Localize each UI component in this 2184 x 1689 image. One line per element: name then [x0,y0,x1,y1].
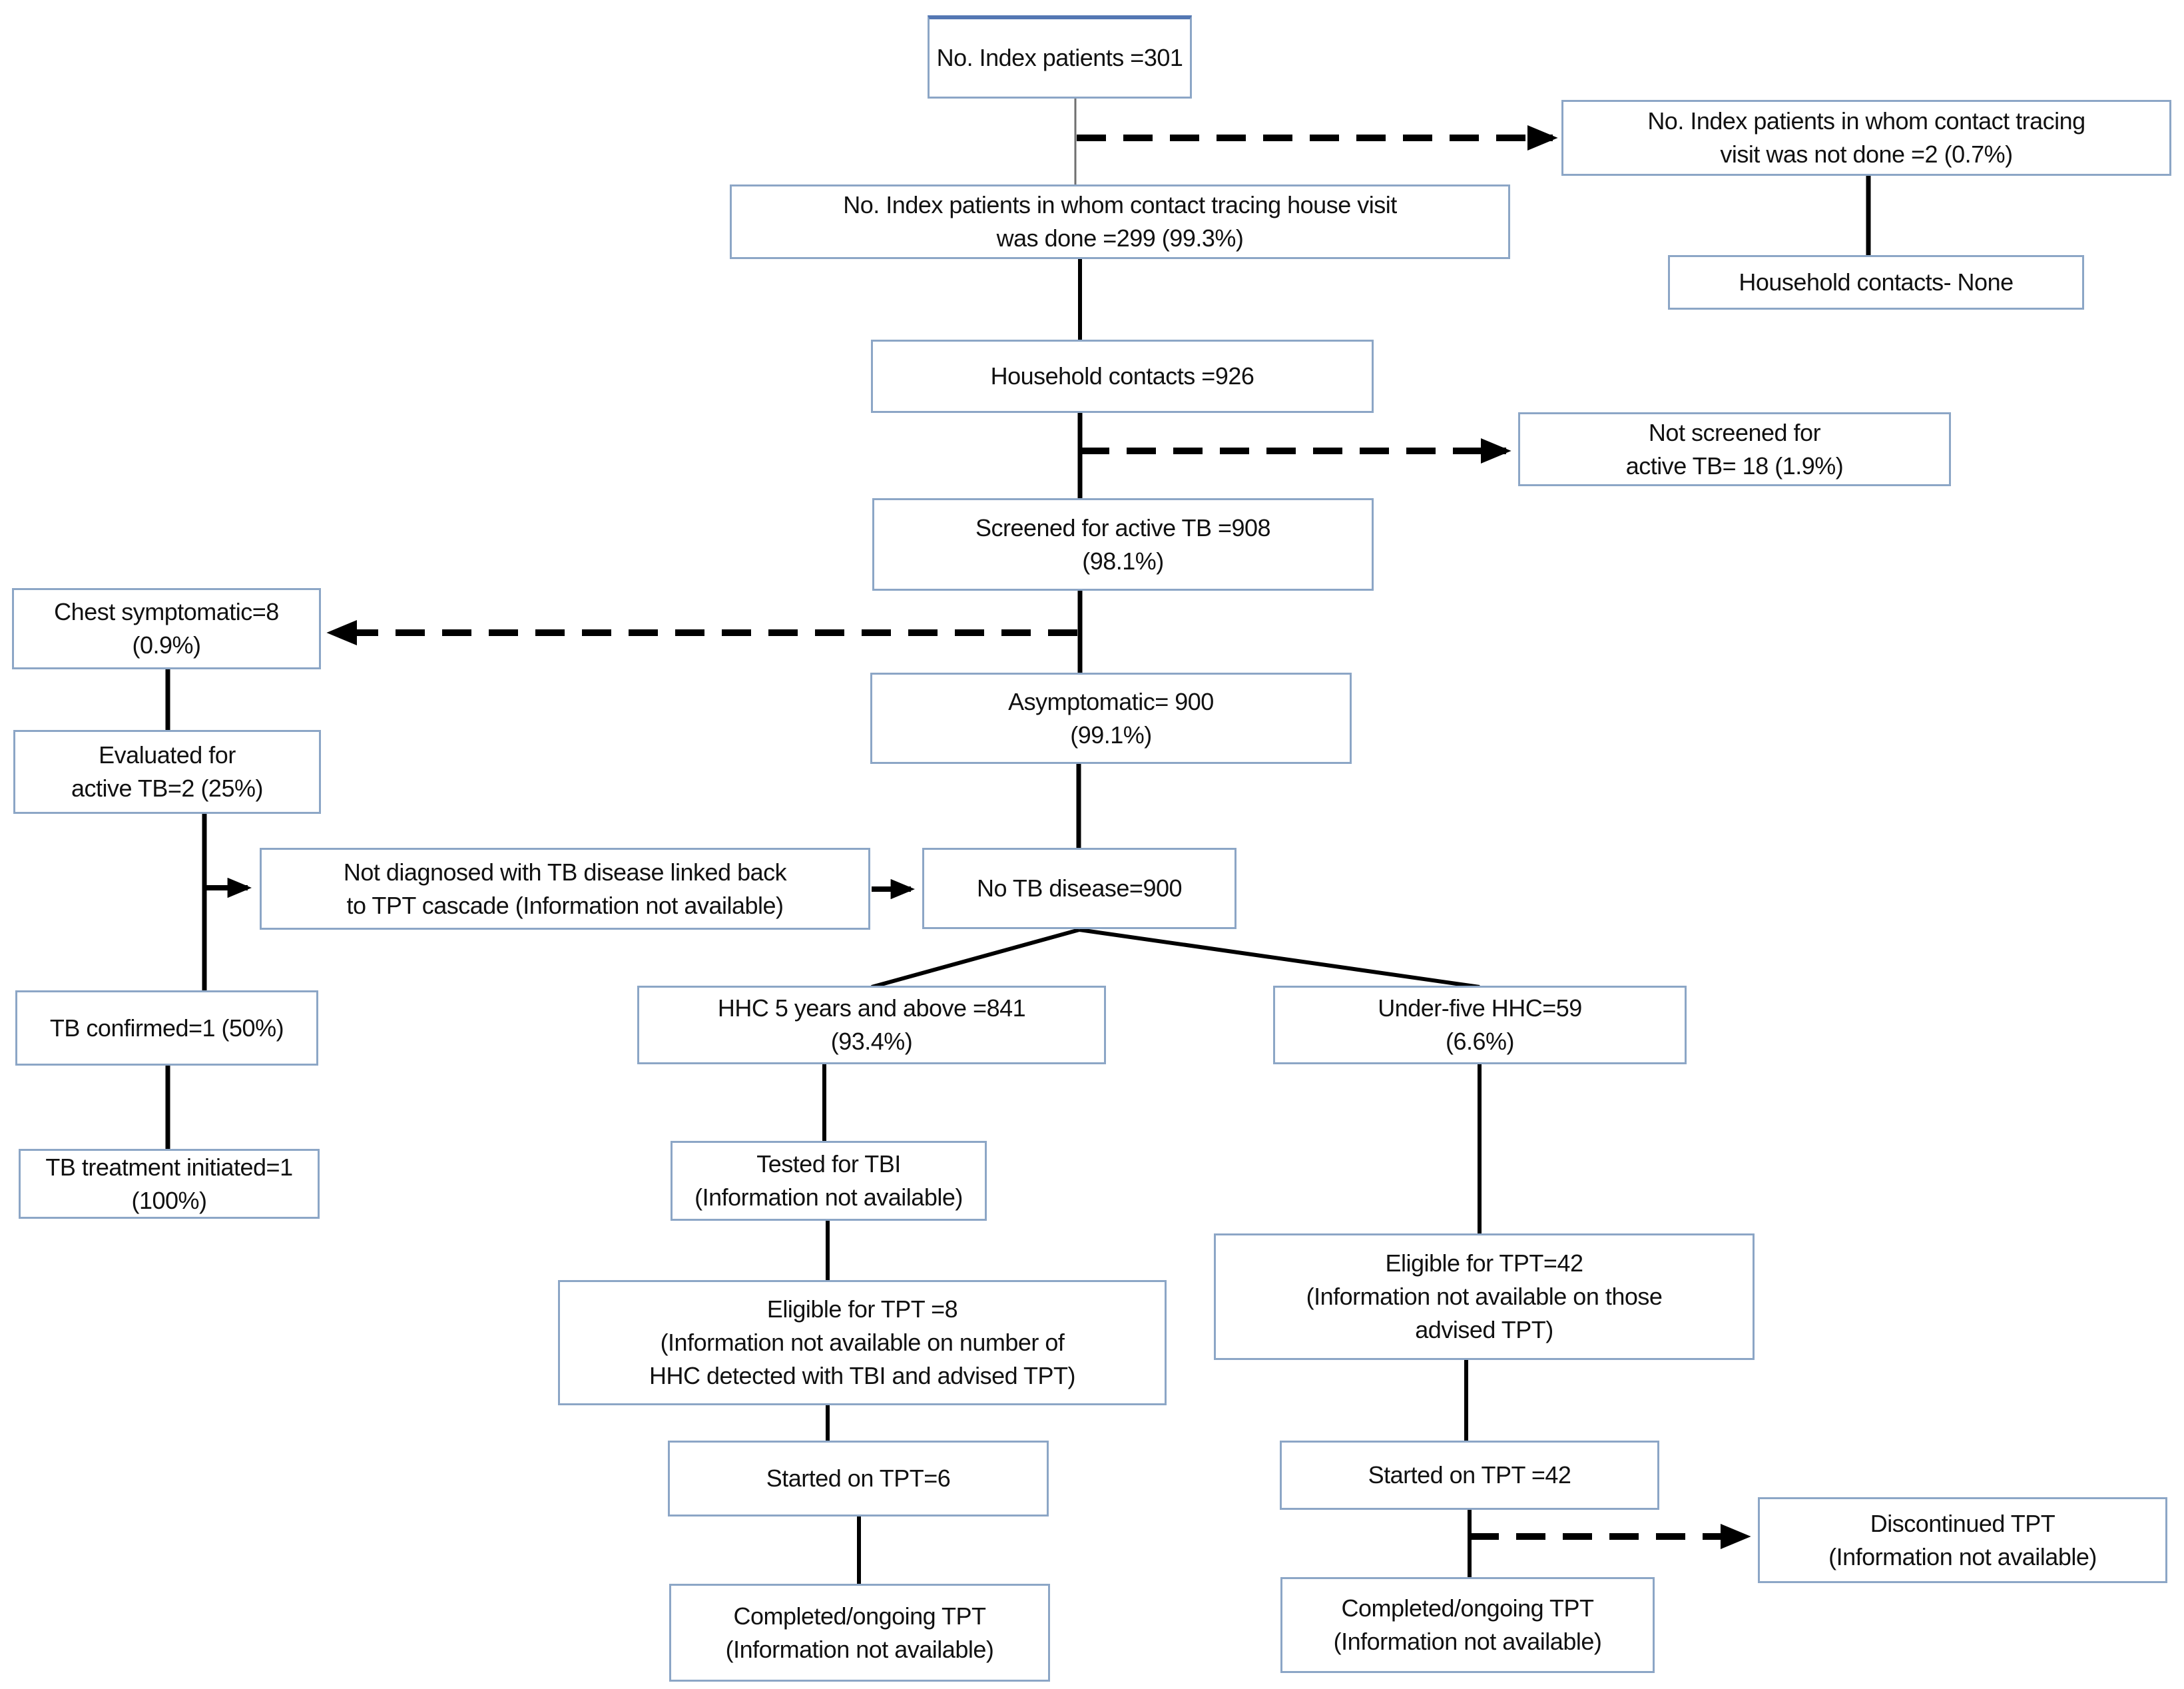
node-no-tb-disease: No TB disease=900 [922,848,1236,929]
node-screened: Screened for active TB =908 (98.1%) [872,498,1374,591]
node-discontinued-tpt: Discontinued TPT (Information not availa… [1758,1497,2167,1583]
node-household-none: Household contacts- None [1668,255,2084,310]
node-visit-not-done: No. Index patients in whom contact traci… [1561,100,2171,176]
node-tb-treatment: TB treatment initiated=1 (100%) [19,1149,320,1219]
node-tested-tbi: Tested for TBI (Information not availabl… [671,1141,987,1221]
node-chest-symptomatic: Chest symptomatic=8 (0.9%) [12,588,321,669]
node-visit-done: No. Index patients in whom contact traci… [730,184,1510,259]
node-completed-tpt-u5: Completed/ongoing TPT (Information not a… [1280,1577,1655,1673]
node-hhc-5-and-above: HHC 5 years and above =841 (93.4%) [637,986,1106,1064]
node-eligible-tpt-8: Eligible for TPT =8 (Information not ava… [558,1280,1167,1405]
edge-notb-to-underfive [1079,928,1480,989]
node-started-tpt-42: Started on TPT =42 [1280,1441,1659,1510]
node-eligible-tpt-42: Eligible for TPT=42 (Information not ava… [1214,1233,1755,1360]
node-under-five-hhc: Under-five HHC=59 (6.6%) [1273,986,1687,1064]
node-evaluated: Evaluated for active TB=2 (25%) [13,730,321,814]
edge-notb-to-hhc5 [871,928,1080,989]
node-started-tpt-6: Started on TPT=6 [668,1441,1049,1517]
node-completed-tpt-5plus: Completed/ongoing TPT (Information not a… [669,1584,1050,1682]
node-not-screened: Not screened for active TB= 18 (1.9%) [1518,412,1951,486]
node-asymptomatic: Asymptomatic= 900 (99.1%) [870,673,1352,764]
node-not-diagnosed: Not diagnosed with TB disease linked bac… [260,848,870,930]
node-index-patients: No. Index patients =301 [928,15,1192,99]
node-tb-confirmed: TB confirmed=1 (50%) [15,990,318,1066]
node-household-contacts: Household contacts =926 [871,340,1374,413]
